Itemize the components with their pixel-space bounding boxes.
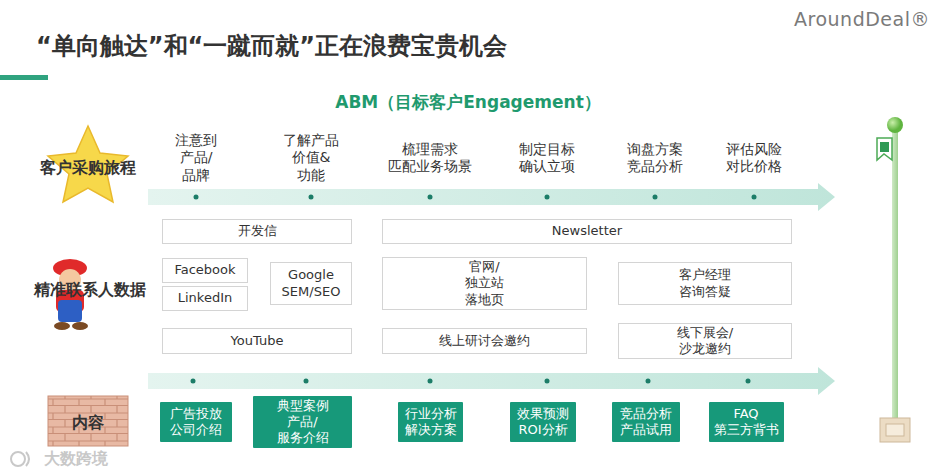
channel-box: 开发信	[162, 219, 352, 244]
journey-step: 评估风险 对比价格	[726, 141, 782, 176]
content-box: 典型案例 产品/服务介绍	[253, 396, 352, 449]
box-text: 广告投放 公司介绍	[170, 406, 222, 439]
brick-wall	[48, 396, 128, 446]
title-bar	[0, 75, 48, 80]
title: “单向触达”和“一蹴而就”正在浪费宝贵机会	[36, 30, 507, 62]
box-text: 线上研讨会邀约	[439, 333, 530, 349]
box-text: 效果预测 ROI分析	[517, 406, 569, 439]
journey-step: 询盘方案 竞品分析	[627, 141, 683, 176]
content-box: 效果预测 ROI分析	[510, 402, 576, 442]
row-label: 内容	[72, 413, 104, 433]
journey-step: 了解产品 价值&功能	[283, 132, 339, 185]
box-text: FAQ 第三方背书	[714, 406, 779, 439]
journey-step: 注意到 产品/品牌	[175, 132, 217, 185]
channel-box: 线下展会/沙龙邀约	[618, 323, 792, 360]
arrow-band	[148, 183, 835, 211]
box-text: 客户经理 咨询答疑	[679, 267, 731, 300]
channel-box: 官网/独立站 落地页	[382, 257, 587, 310]
journey-step: 制定目标 确认立项	[519, 141, 575, 176]
channel-box: Google SEM/SEO	[270, 262, 352, 305]
channel-box: 客户经理 咨询答疑	[618, 262, 792, 305]
content-box: 行业分析 解决方案	[398, 402, 463, 442]
content-box: 竞品分析 产品试用	[612, 402, 680, 442]
journey-step: 梳理需求 匹配业务场景	[388, 141, 472, 176]
channel-box: LinkedIn	[162, 286, 248, 311]
box-text: 行业分析 解决方案	[405, 406, 457, 439]
box-text: 官网/独立站 落地页	[465, 259, 504, 308]
watermark: 大数跨境	[44, 449, 108, 469]
channel-box: Newsletter	[382, 219, 792, 244]
channel-box: Facebook	[162, 258, 248, 283]
row-label: 精准联系人数据	[34, 280, 146, 300]
box-text: Google SEM/SEO	[282, 267, 341, 300]
content-box: 广告投放 公司介绍	[160, 402, 232, 442]
content-box: FAQ 第三方背书	[709, 402, 784, 442]
row-label: 客户采购旅程	[40, 158, 136, 178]
logo: AroundDeal®	[794, 8, 930, 32]
subtitle: ABM（目标客户Engagement）	[335, 92, 601, 113]
box-text: Facebook	[174, 262, 235, 278]
flagpole	[877, 117, 910, 442]
box-text: 开发信	[238, 223, 277, 239]
channel-box: YouTube	[162, 328, 352, 354]
box-text: Newsletter	[552, 223, 622, 239]
channel-box: 线上研讨会邀约	[382, 328, 587, 354]
box-text: YouTube	[231, 333, 284, 349]
box-text: 典型案例 产品/服务介绍	[277, 398, 329, 447]
box-text: 竞品分析 产品试用	[620, 406, 672, 439]
box-text: 线下展会/沙龙邀约	[677, 325, 733, 358]
arrow-band	[148, 367, 835, 395]
watermark-icon	[11, 452, 29, 466]
box-text: LinkedIn	[178, 290, 232, 306]
